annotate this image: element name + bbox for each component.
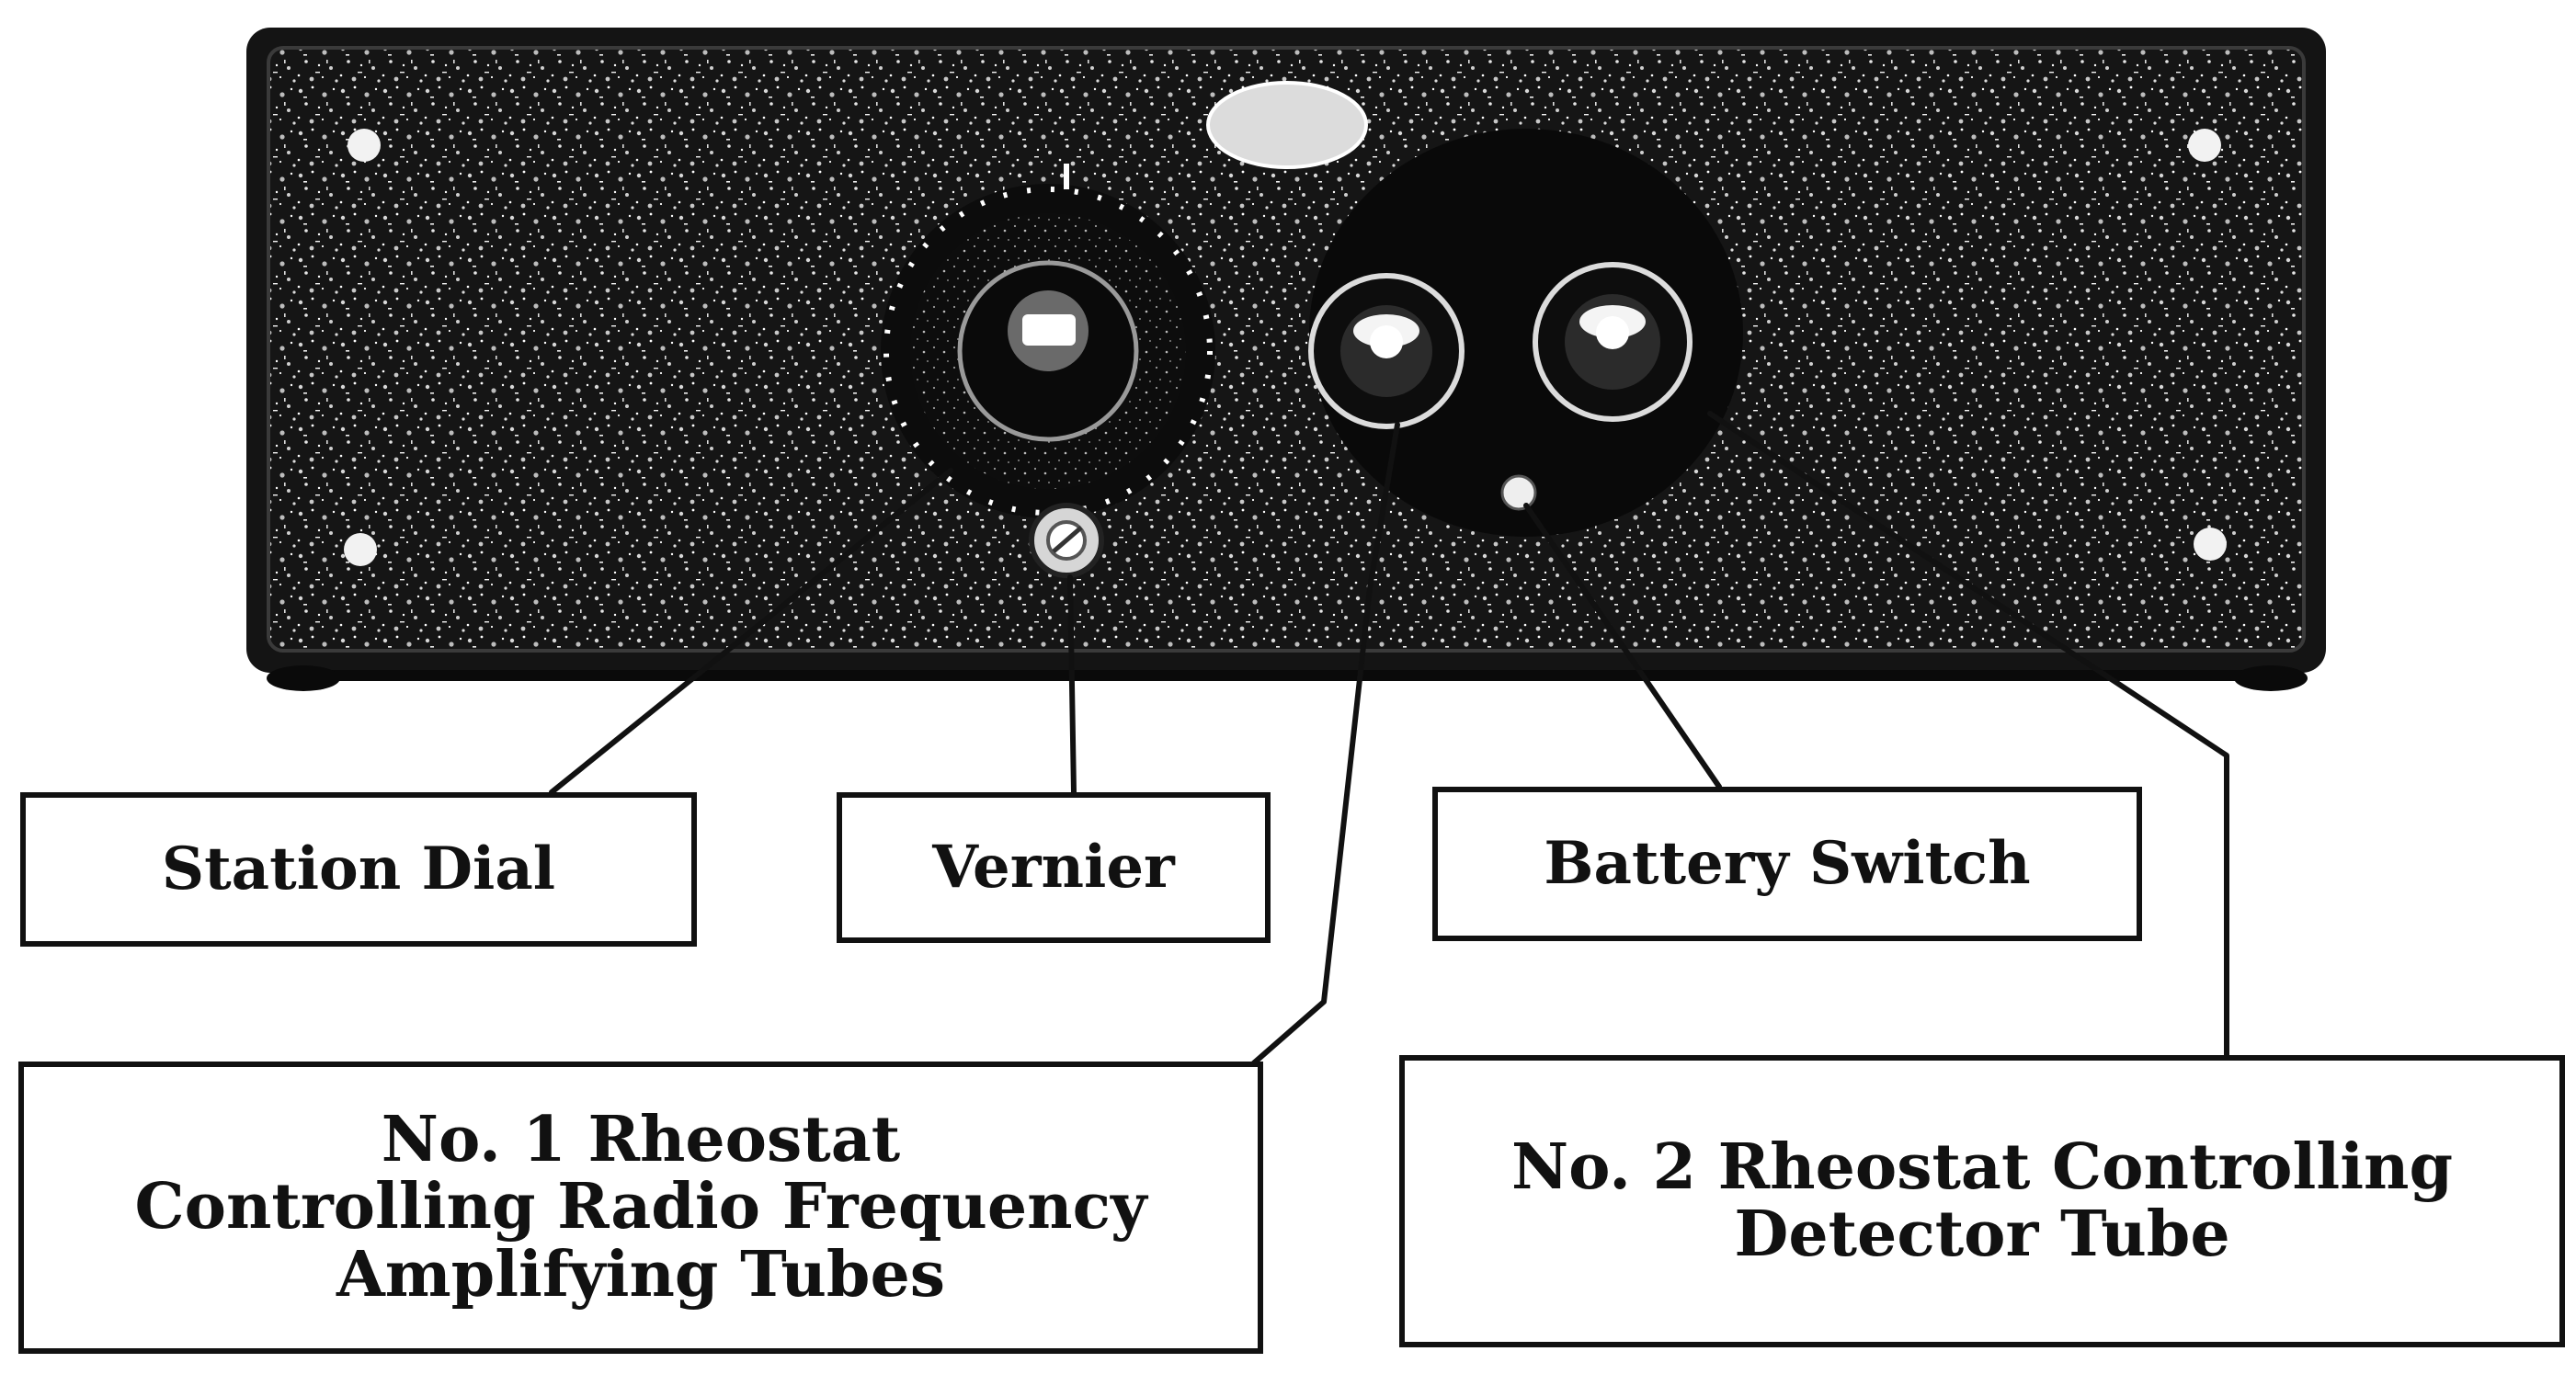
vernier-knob-icon (1029, 503, 1104, 578)
leader-line-rheostat-2 (1707, 411, 2229, 1058)
leader-line-vernier (1067, 574, 1077, 795)
leader-line-battery-switch (1523, 503, 1722, 789)
label-station-dial: Station Dial (20, 792, 697, 947)
label-text-rheostat-2-line-2: Detector Tube (1734, 1198, 2230, 1271)
label-rheostat-1: No. 1 Rheostat Controlling Radio Frequen… (18, 1062, 1263, 1354)
nameplate-icon (1206, 81, 1368, 169)
label-text-rheostat-2-line-1: No. 2 Rheostat Controlling (1510, 1130, 2454, 1204)
label-rheostat-2: No. 2 Rheostat Controlling Detector Tube (1399, 1055, 2565, 1347)
leader-line-station-dial (549, 468, 953, 795)
rheostat-1-knob-icon (1308, 273, 1465, 429)
label-text-vernier: Vernier (932, 833, 1175, 903)
rheostat-2-knob-icon (1533, 262, 1693, 422)
battery-switch-icon (1500, 474, 1537, 511)
label-text-rheostat-1-line-3: Amplifying Tubes (336, 1237, 946, 1312)
rheostat-housing (1309, 129, 1743, 537)
label-text-rheostat-1-line-1: No. 1 Rheostat (381, 1102, 901, 1176)
leader-lines (549, 411, 2229, 1069)
label-text-battery-switch: Battery Switch (1544, 829, 2031, 899)
panel-screw-icon (344, 129, 2227, 566)
label-vernier: Vernier (837, 792, 1271, 943)
leader-line-rheostat-1 (1248, 422, 1400, 1069)
front-panel (246, 28, 2326, 691)
station-dial-icon (881, 164, 1215, 518)
label-text-rheostat-1-line-2: Controlling Radio Frequency (134, 1170, 1147, 1244)
label-text-station-dial: Station Dial (161, 835, 556, 904)
label-battery-switch: Battery Switch (1432, 787, 2142, 941)
